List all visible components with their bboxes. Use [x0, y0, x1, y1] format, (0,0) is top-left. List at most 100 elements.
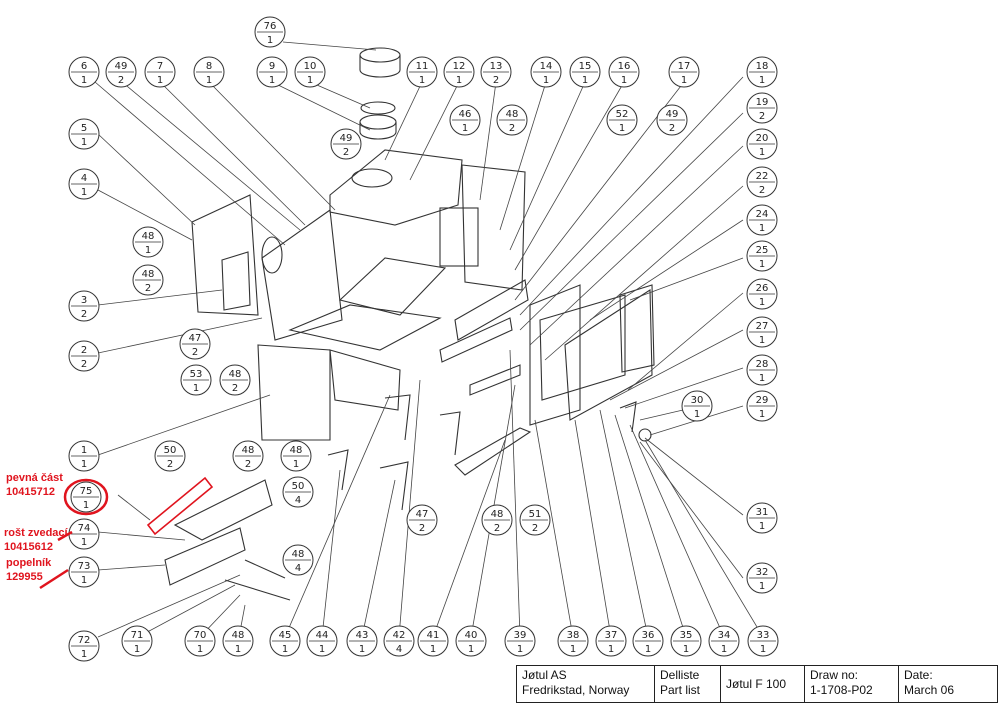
callout-part-number: 42 — [393, 630, 406, 641]
part-door-handle — [619, 401, 637, 433]
callout-part-number: 4 — [81, 173, 87, 184]
callout-part-number: 48 — [142, 269, 155, 280]
title-block: Jøtul AS Fredrikstad, Norway Delliste Pa… — [516, 665, 998, 703]
callout-16: 161 — [608, 56, 640, 88]
callout-part-number: 15 — [579, 61, 592, 72]
callout-38: 381 — [557, 625, 589, 657]
part-door-frame — [529, 284, 581, 426]
callout-76: 761 — [254, 16, 286, 48]
callout-75-highlight-ring — [63, 478, 109, 516]
callout-48d: 482 — [132, 264, 164, 296]
part-top-plate-hole — [351, 168, 393, 188]
part-side-liner — [221, 251, 251, 311]
callout-part-number: 75 — [80, 486, 93, 497]
part-collar-ring — [359, 114, 397, 130]
callout-quantity: 1 — [683, 644, 689, 655]
doc-type-local: Delliste — [660, 668, 700, 682]
part-base — [329, 349, 401, 411]
annotation-73-line-2: 129955 — [6, 571, 43, 583]
callout-37: 371 — [595, 625, 627, 657]
callout-part-number: 45 — [279, 630, 292, 641]
callout-74: 741 — [68, 518, 100, 550]
callout-part-number: 16 — [618, 61, 631, 72]
callout-quantity: 1 — [419, 75, 425, 86]
callout-quantity: 2 — [232, 383, 238, 394]
callout-48f: 482 — [232, 440, 264, 472]
callout-part-number: 49 — [340, 133, 353, 144]
callout-part-number: 6 — [81, 61, 87, 72]
callout-72: 721 — [68, 630, 100, 662]
part-bottom-plate — [288, 304, 442, 351]
company-name: Jøtul AS — [522, 668, 567, 682]
callout-part-number: 35 — [680, 630, 693, 641]
callout-quantity: 2 — [509, 123, 515, 134]
part-handle-knob — [638, 428, 652, 442]
callout-part-number: 46 — [459, 109, 472, 120]
callout-50b: 504 — [282, 476, 314, 508]
callout-quantity: 1 — [206, 75, 212, 86]
callout-11: 111 — [406, 56, 438, 88]
callout-part-number: 2 — [81, 345, 87, 356]
callout-part-number: 48 — [506, 109, 519, 120]
callout-12: 121 — [443, 56, 475, 88]
callout-quantity: 1 — [759, 409, 765, 420]
callout-part-number: 8 — [206, 61, 212, 72]
part-tool — [224, 579, 291, 601]
callout-71: 711 — [121, 625, 153, 657]
callout-part-number: 27 — [756, 321, 769, 332]
callout-quantity: 1 — [293, 459, 299, 470]
callout-part-number: 48 — [232, 630, 245, 641]
callout-1: 11 — [68, 440, 100, 472]
part-flue-collar-body — [359, 55, 401, 78]
callout-42: 424 — [383, 625, 415, 657]
callout-quantity: 1 — [81, 187, 87, 198]
callout-highlight — [39, 478, 109, 590]
callout-part-number: 39 — [514, 630, 527, 641]
company-location: Fredrikstad, Norway — [522, 683, 630, 697]
callout-quantity: 1 — [759, 75, 765, 86]
callout-quantity: 1 — [462, 123, 468, 134]
callout-28: 281 — [746, 354, 778, 386]
title-block-company-cell: Jøtul AS Fredrikstad, Norway — [517, 666, 655, 702]
callout-quantity: 1 — [81, 137, 87, 148]
callout-quantity: 4 — [295, 495, 301, 506]
callout-part-number: 51 — [529, 509, 542, 520]
date: March 06 — [904, 683, 955, 697]
callout-part-number: 34 — [718, 630, 731, 641]
callout-quantity: 1 — [608, 644, 614, 655]
callout-53: 531 — [180, 364, 212, 396]
callout-18: 181 — [746, 56, 778, 88]
annotation-75: pevná část 10415712 — [6, 471, 63, 499]
part-tool-2 — [244, 559, 286, 579]
callout-quantity: 1 — [81, 575, 87, 586]
callout-quantity: 1 — [681, 75, 687, 86]
callout-part-number: 71 — [131, 630, 144, 641]
callout-part-number: 49 — [115, 61, 128, 72]
callout-quantity: 1 — [81, 649, 87, 660]
callout-quantity: 2 — [493, 75, 499, 86]
annotation-74: rošt zvedací 10415612 — [4, 526, 68, 554]
part-front-frame — [257, 344, 331, 441]
annotation-75-line-2: 10415712 — [6, 486, 55, 498]
callout-part-number: 73 — [78, 561, 91, 572]
callout-quantity: 1 — [81, 75, 87, 86]
callout-part-number: 17 — [678, 61, 691, 72]
callout-part-number: 48 — [292, 549, 305, 560]
callout-75: 751 — [70, 481, 102, 513]
callout-part-number: 38 — [567, 630, 580, 641]
callout-quantity: 1 — [193, 383, 199, 394]
callout-part-number: 14 — [540, 61, 553, 72]
callout-part-number: 74 — [78, 523, 91, 534]
callout-quantity: 2 — [532, 523, 538, 534]
callout-part-number: 72 — [78, 635, 91, 646]
callout-quantity: 1 — [759, 521, 765, 532]
callout-part-number: 9 — [269, 61, 275, 72]
callout-quantity: 1 — [721, 644, 727, 655]
callout-part-number: 37 — [605, 630, 618, 641]
callout-part-number: 52 — [616, 109, 629, 120]
annotation-pointer-73 — [39, 568, 69, 590]
callout-quantity: 1 — [759, 259, 765, 270]
callout-part-number: 47 — [189, 333, 202, 344]
callout-quantity: 2 — [81, 359, 87, 370]
part-flue-collar — [359, 47, 401, 63]
